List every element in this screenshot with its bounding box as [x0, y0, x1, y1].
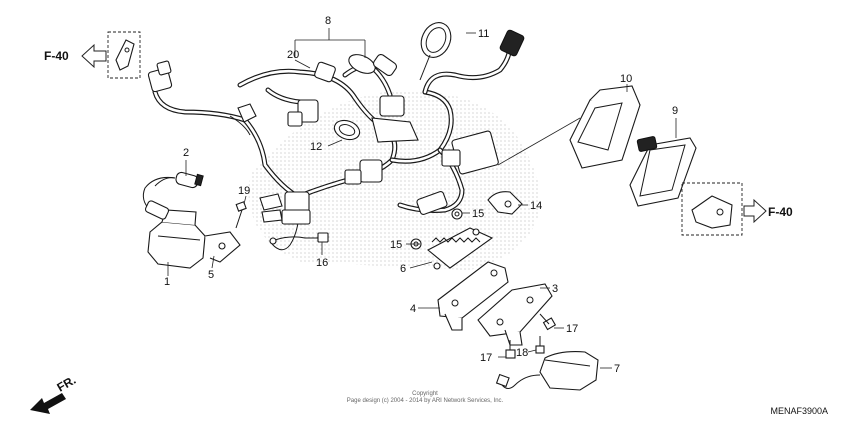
- relay-7: [495, 351, 599, 391]
- regulator-stay: [477, 283, 553, 346]
- callout-12: 12: [310, 141, 322, 153]
- coil-bracket: [204, 231, 241, 263]
- ref-box-left: [107, 31, 141, 79]
- ground-wire: [269, 232, 329, 245]
- callout-17a: 17: [566, 323, 578, 335]
- callout-7: 7: [614, 363, 620, 375]
- callout-labels: 1 2 3 4 5 6 7 8 9 10 11 12 14 15 15 16 1…: [164, 15, 678, 375]
- fuse-box: [629, 136, 697, 207]
- callout-18: 18: [516, 347, 528, 359]
- fasteners: [410, 208, 557, 359]
- callout-10: 10: [620, 73, 632, 85]
- callout-17b: 17: [480, 352, 492, 364]
- callout-3: 3: [552, 283, 558, 295]
- callout-14: 14: [530, 200, 542, 212]
- clamp-14: [487, 191, 523, 215]
- callout-16: 16: [316, 257, 328, 269]
- ref-label-right: F-40: [768, 205, 793, 219]
- leader-lines: [167, 28, 677, 369]
- callout-1: 1: [164, 276, 170, 288]
- copyright-line-1: Copyright: [412, 391, 438, 397]
- callout-15b: 15: [390, 239, 402, 251]
- ref-arrow-right-icon: [743, 198, 767, 224]
- callout-5: 5: [208, 269, 214, 281]
- callout-6: 6: [400, 263, 406, 275]
- callout-15a: 15: [472, 208, 484, 220]
- ref-label-left: F-40: [44, 49, 69, 63]
- ref-arrow-left-icon: [81, 43, 107, 69]
- callout-19: 19: [238, 185, 250, 197]
- callout-4: 4: [410, 303, 416, 315]
- regulator-bracket: [437, 261, 509, 331]
- copyright-line-2: Page design (c) 2004 - 2014 by ARI Netwo…: [347, 398, 504, 404]
- diagram-code: MENAF3900A: [770, 406, 828, 416]
- callout-11: 11: [478, 28, 489, 40]
- callout-9: 9: [672, 105, 678, 117]
- bolt-19: [235, 201, 247, 229]
- watermark-logo: [248, 90, 541, 270]
- ignition-coil: [142, 171, 206, 269]
- regulator-rectifier: [427, 227, 494, 270]
- callout-8: 8: [325, 15, 331, 27]
- front-arrow-icon: [30, 393, 66, 414]
- ref-box-right: [681, 182, 743, 236]
- fuse-box-cover: [569, 85, 641, 169]
- callout-20: 20: [287, 49, 299, 61]
- front-label: FR.: [55, 373, 79, 395]
- harness-connectors: [147, 22, 581, 225]
- callout-2: 2: [183, 147, 189, 159]
